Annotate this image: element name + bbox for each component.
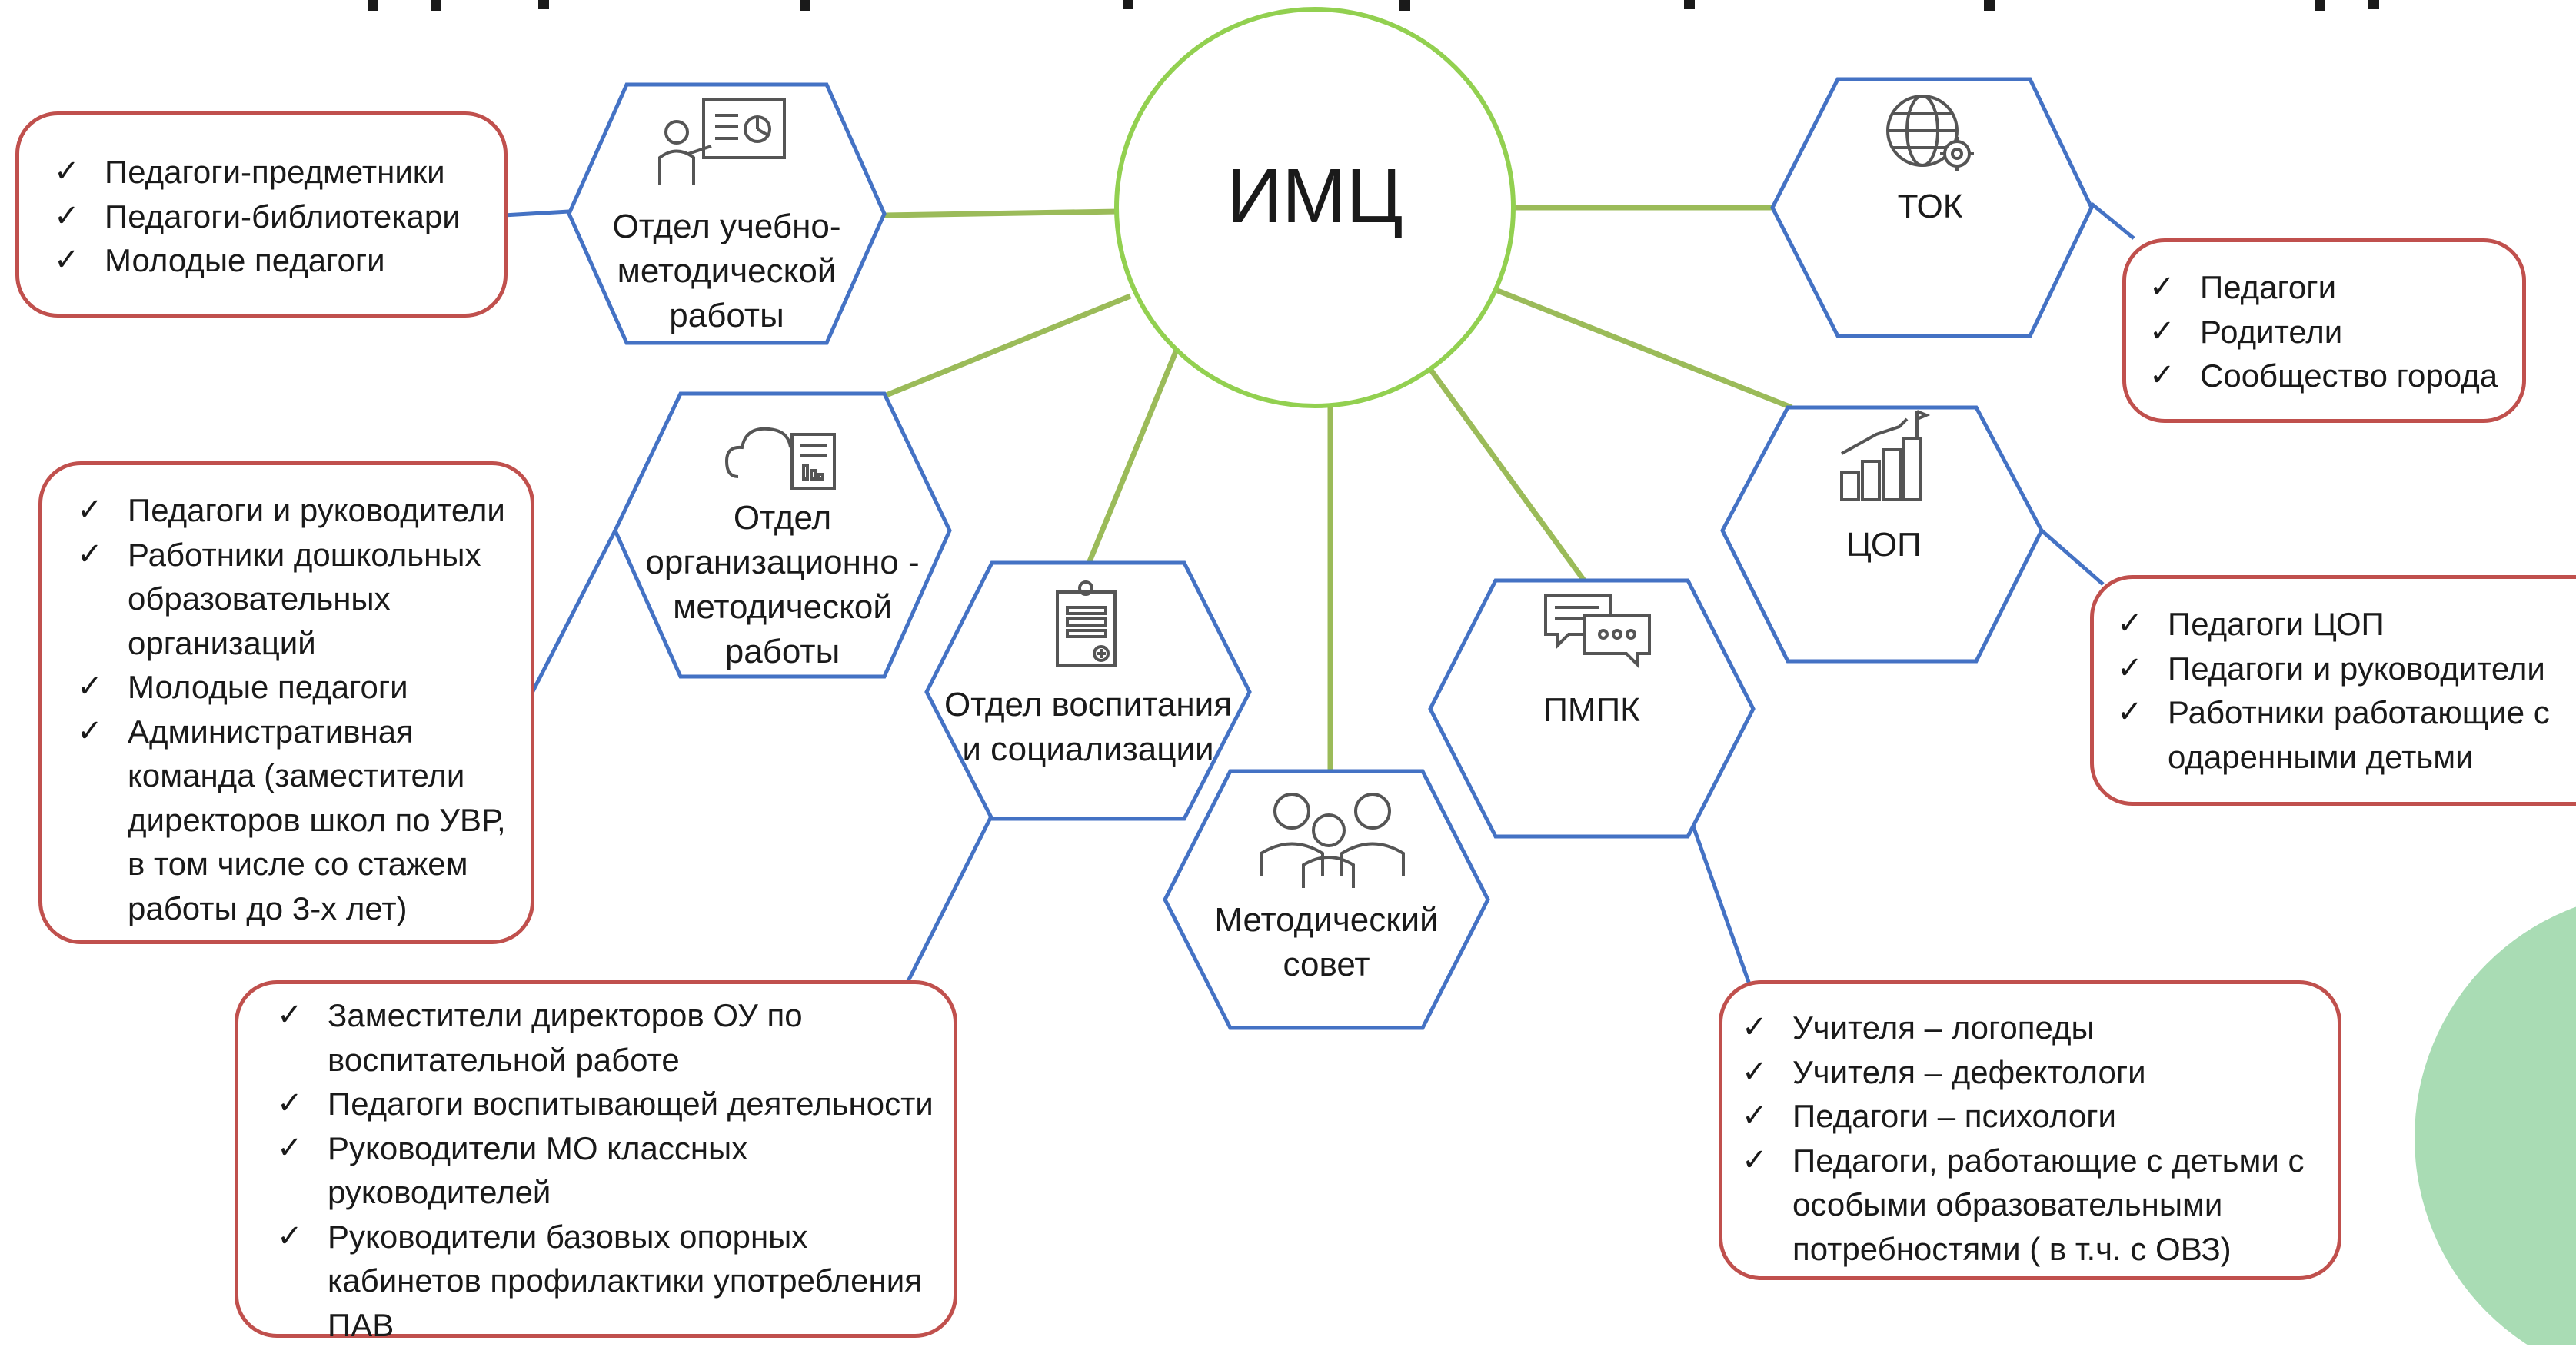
hexagon-umr-label-line: Отдел учебно- bbox=[584, 205, 869, 249]
hexagon-omr-label: Отдел организационно - методической рабо… bbox=[627, 496, 938, 674]
hexagon-vs-label-line: и социализации bbox=[934, 727, 1242, 772]
audience-list: Педагоги и руководители Работники дошкол… bbox=[77, 488, 519, 930]
hexagon-omr-label-line: работы bbox=[627, 630, 938, 674]
hexagon-umr-label: Отдел учебно- методической работы bbox=[584, 205, 869, 338]
list-item: Молодые педагоги bbox=[54, 238, 488, 283]
list-item: Учителя – логопеды bbox=[1742, 1006, 2326, 1050]
list-item: Родители bbox=[2149, 310, 2511, 354]
audience-list: Учителя – логопеды Учителя – дефектологи… bbox=[1742, 1006, 2326, 1271]
list-item: Сообщество города bbox=[2149, 354, 2511, 398]
audience-box-tok: Педагоги Родители Сообщество города bbox=[2122, 238, 2526, 423]
hexagon-tok-label-line: ТОК bbox=[1784, 185, 2076, 229]
hexagon-vs-label: Отдел воспитания и социализации bbox=[934, 683, 1242, 772]
hexagon-ms-label-line: совет bbox=[1177, 943, 1476, 987]
corner-decoration bbox=[2415, 892, 2576, 1345]
hexagon-cop-label: ЦОП bbox=[1738, 523, 2030, 567]
hexagon-ms-label: Методический совет bbox=[1177, 898, 1476, 987]
list-item: Педагоги и руководители bbox=[77, 488, 519, 533]
hexagon-ms-label-line: Методический bbox=[1177, 898, 1476, 943]
list-item: Административная команда (заместители ди… bbox=[77, 710, 519, 931]
list-item: Педагоги и руководители bbox=[2117, 647, 2576, 691]
title-fragment bbox=[361, 0, 2391, 12]
audience-box-vs: Заместители директоров ОУ по воспитатель… bbox=[235, 980, 957, 1338]
list-item: Учителя – дефектологи bbox=[1742, 1050, 2326, 1095]
audience-list: Заместители директоров ОУ по воспитатель… bbox=[277, 993, 946, 1347]
hexagon-vs-label-line: Отдел воспитания bbox=[934, 683, 1242, 727]
audience-list: Педагоги Родители Сообщество города bbox=[2149, 265, 2511, 398]
hexagon-omr-label-line: Отдел bbox=[627, 496, 938, 540]
list-item: Педагоги-предметники bbox=[54, 150, 488, 195]
audience-box-cop: Педагоги ЦОП Педагоги и руководители Раб… bbox=[2090, 575, 2576, 806]
hexagon-umr-label-line: методической bbox=[584, 249, 869, 294]
audience-box-omr: Педагоги и руководители Работники дошкол… bbox=[38, 461, 534, 944]
hexagon-umr-label-line: работы bbox=[584, 294, 869, 338]
list-item: Педагоги, работающие с детьми с особыми … bbox=[1742, 1139, 2326, 1272]
list-item: Педагоги – психологи bbox=[1742, 1094, 2326, 1139]
list-item: Молодые педагоги bbox=[77, 665, 519, 710]
list-item: Руководители базовых опорных кабинетов п… bbox=[277, 1215, 946, 1347]
audience-box-pmpk: Учителя – логопеды Учителя – дефектологи… bbox=[1719, 980, 2341, 1280]
list-item: Педагоги-библиотекари bbox=[54, 195, 488, 239]
list-item: Заместители директоров ОУ по воспитатель… bbox=[277, 993, 946, 1082]
hexagon-cop-label-line: ЦОП bbox=[1738, 523, 2030, 567]
list-item: Педагоги ЦОП bbox=[2117, 602, 2576, 647]
hexagon-omr-label-line: организационно - bbox=[627, 540, 938, 585]
list-item: Работники работающие с одаренными детьми bbox=[2117, 690, 2576, 779]
hexagon-pmpk-label-line: ПМПК bbox=[1446, 688, 1738, 733]
audience-list: Педагоги-предметники Педагоги-библиотека… bbox=[54, 150, 488, 283]
list-item: Руководители МО классных руководителей bbox=[277, 1126, 946, 1215]
list-item: Работники дошкольных образовательных орг… bbox=[77, 533, 519, 666]
hexagon-pmpk-label: ПМПК bbox=[1446, 688, 1738, 733]
hub-label: ИМЦ bbox=[1153, 154, 1476, 238]
audience-list: Педагоги ЦОП Педагоги и руководители Раб… bbox=[2117, 602, 2576, 779]
list-item: Педагоги воспитывающей деятельности bbox=[277, 1082, 946, 1126]
hexagon-omr-label-line: методической bbox=[627, 585, 938, 630]
hexagon-tok-label: ТОК bbox=[1784, 185, 2076, 229]
list-item: Педагоги bbox=[2149, 265, 2511, 310]
audience-box-umr: Педагоги-предметники Педагоги-библиотека… bbox=[15, 111, 508, 318]
